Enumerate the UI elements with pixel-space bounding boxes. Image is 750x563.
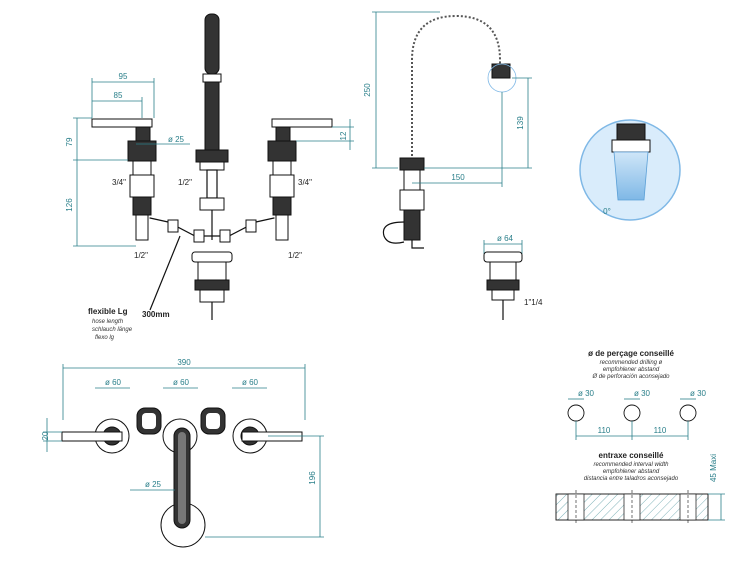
drilling-line2: empfohlener abstand bbox=[603, 367, 660, 373]
dim-390: 390 bbox=[177, 358, 191, 367]
plan-right-lever bbox=[241, 431, 303, 442]
right-valve-body bbox=[267, 140, 297, 162]
interaxis-title: entraxe conseillé bbox=[599, 451, 664, 460]
interaxis-line2: empfohlener abstand bbox=[603, 469, 660, 475]
dim-79: 79 bbox=[65, 137, 74, 146]
drilling-line1: recommended drilling ø bbox=[600, 360, 663, 366]
hole-1 bbox=[567, 404, 585, 422]
hose-line3: flexo lg bbox=[95, 335, 115, 341]
drilling-line3: Ø de perforación aconsejado bbox=[591, 374, 670, 380]
dim-45-max: 45 Maxi bbox=[709, 454, 718, 482]
plan-left-lever bbox=[61, 431, 123, 442]
hose-title: flexible Lg bbox=[88, 307, 128, 316]
drilling-title: ø de perçage conseillé bbox=[588, 349, 674, 358]
drilling-template: ø de perçage conseillé recommended drill… bbox=[555, 349, 725, 524]
aerator-detail: 0° bbox=[579, 119, 681, 221]
dim-126: 126 bbox=[65, 198, 74, 212]
dim-25-top: ø 25 bbox=[168, 135, 185, 144]
hose-length: 300mm bbox=[142, 310, 170, 319]
dim-85: 85 bbox=[114, 91, 123, 100]
dim-angle: 0° bbox=[603, 207, 611, 216]
left-lever bbox=[91, 118, 153, 128]
dim-150: 150 bbox=[451, 173, 465, 182]
thread-center: 1/2" bbox=[178, 178, 192, 187]
dim-12: 12 bbox=[339, 131, 348, 140]
dim-60-right: ø 60 bbox=[242, 378, 259, 387]
dim-64: ø 64 bbox=[497, 234, 514, 243]
spout-column bbox=[204, 81, 220, 151]
dim-250: 250 bbox=[363, 83, 372, 97]
thread-1-1-4: 1"1/4 bbox=[524, 298, 543, 307]
spout-column-top bbox=[204, 13, 220, 75]
interaxis-line1: recommended interval width bbox=[593, 462, 669, 468]
dim-60-center: ø 60 bbox=[173, 378, 190, 387]
dim-139: 139 bbox=[516, 116, 525, 130]
thread-bottom-left: 1/2" bbox=[134, 251, 148, 260]
hose-line2: schlauch länge bbox=[92, 327, 133, 333]
dim-95: 95 bbox=[119, 72, 128, 81]
dim-60-left: ø 60 bbox=[105, 378, 122, 387]
thread-right: 3/4" bbox=[298, 178, 312, 187]
thread-left: 3/4" bbox=[112, 178, 126, 187]
hole3-dim: ø 30 bbox=[690, 389, 707, 398]
gooseneck-spout bbox=[411, 15, 501, 160]
waste-popup bbox=[191, 251, 233, 263]
dim-25-bottom: ø 25 bbox=[145, 480, 162, 489]
gap1-dim: 110 bbox=[598, 426, 611, 435]
dim-20: 20 bbox=[41, 431, 50, 440]
waste-side-view: ø 64 1"1/4 bbox=[483, 234, 543, 320]
hole-2 bbox=[623, 404, 641, 422]
front-elevation: 95 85 ø 25 79 126 12 3/4" 1/2" 3/4" 1/2"… bbox=[65, 13, 354, 341]
dim-196: 196 bbox=[308, 471, 317, 485]
right-lever bbox=[271, 118, 333, 128]
hole2-dim: ø 30 bbox=[634, 389, 651, 398]
hole1-dim: ø 30 bbox=[578, 389, 595, 398]
thread-bottom-right: 1/2" bbox=[288, 251, 302, 260]
interaxis-line3: distancia entre taladros aconsejado bbox=[584, 476, 679, 482]
hose-line1: hose length bbox=[92, 319, 124, 325]
hole-3 bbox=[679, 404, 697, 422]
water-stream bbox=[613, 151, 649, 201]
gap2-dim: 110 bbox=[654, 426, 667, 435]
plan-view: 390 ø 60 ø 60 ø 60 20 196 ø 25 bbox=[41, 358, 324, 548]
side-elevation: 250 139 150 bbox=[363, 11, 532, 249]
